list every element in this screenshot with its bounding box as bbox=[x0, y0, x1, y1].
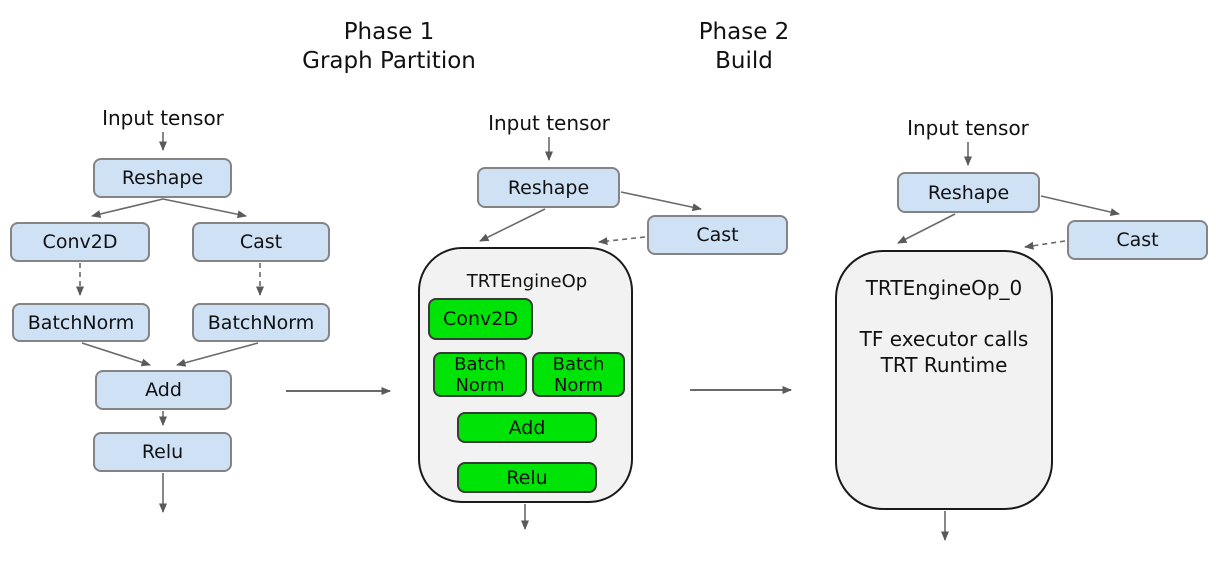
middle-node-batchnorm-1: Batch Norm bbox=[433, 352, 527, 397]
middle-node-conv2d: Conv2D bbox=[428, 298, 533, 340]
phase2-heading-line1: Phase 2 bbox=[698, 19, 790, 45]
phase1-heading-line1: Phase 1 bbox=[343, 19, 435, 45]
middle-node-relu: Relu bbox=[457, 462, 597, 493]
right-node-cast: Cast bbox=[1067, 220, 1208, 260]
phase1-heading-line2: Graph Partition bbox=[302, 48, 476, 74]
right-engine-body-line1: TF executor calls bbox=[859, 327, 1029, 351]
phase2-heading: Phase 2 Build bbox=[614, 18, 874, 76]
left-node-batchnorm-2: BatchNorm bbox=[192, 303, 330, 342]
left-node-add: Add bbox=[95, 370, 232, 410]
left-node-relu: Relu bbox=[93, 432, 232, 472]
left-node-conv2d: Conv2D bbox=[10, 222, 150, 262]
left-node-reshape: Reshape bbox=[93, 158, 232, 198]
right-trt-engine-container bbox=[835, 250, 1053, 510]
middle-input-tensor-label: Input tensor bbox=[488, 111, 610, 135]
middle-node-add: Add bbox=[457, 412, 597, 443]
left-node-batchnorm-1: BatchNorm bbox=[12, 303, 150, 342]
middle-node-reshape: Reshape bbox=[477, 167, 620, 208]
middle-engine-label: TRTEngineOp bbox=[466, 271, 588, 292]
left-node-cast: Cast bbox=[192, 222, 330, 262]
right-engine-body-line2: TRT Runtime bbox=[880, 353, 1008, 377]
phase1-heading: Phase 1 Graph Partition bbox=[259, 18, 519, 76]
middle-node-cast: Cast bbox=[647, 215, 788, 255]
left-input-tensor-label: Input tensor bbox=[102, 106, 224, 130]
phase2-heading-line2: Build bbox=[715, 48, 773, 74]
middle-node-batchnorm-2: Batch Norm bbox=[532, 352, 625, 397]
right-engine-body: TF executor calls TRT Runtime bbox=[840, 326, 1048, 378]
right-input-tensor-label: Input tensor bbox=[907, 116, 1029, 140]
right-node-reshape: Reshape bbox=[897, 172, 1040, 213]
right-engine-label: TRTEngineOp_0 bbox=[865, 276, 1023, 300]
